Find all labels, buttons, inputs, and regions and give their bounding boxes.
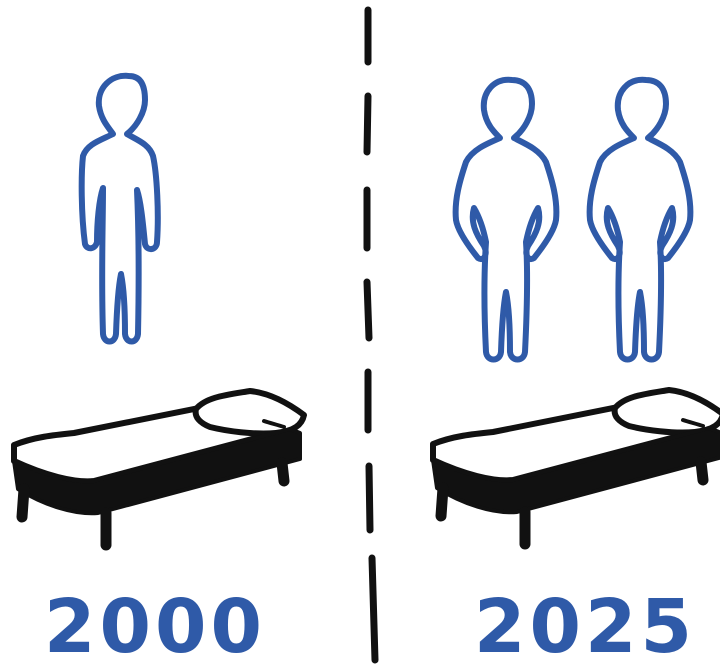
year-label-before: 2000 (40, 585, 270, 669)
bed-icon (433, 390, 720, 544)
year-label-after: 2025 (470, 585, 700, 669)
person-icon (82, 76, 158, 342)
person-icon (590, 80, 691, 360)
person-icon (456, 80, 557, 360)
divider-line (367, 10, 375, 660)
panel-before (14, 76, 304, 545)
bed-icon (14, 391, 304, 545)
panel-after (433, 80, 720, 544)
